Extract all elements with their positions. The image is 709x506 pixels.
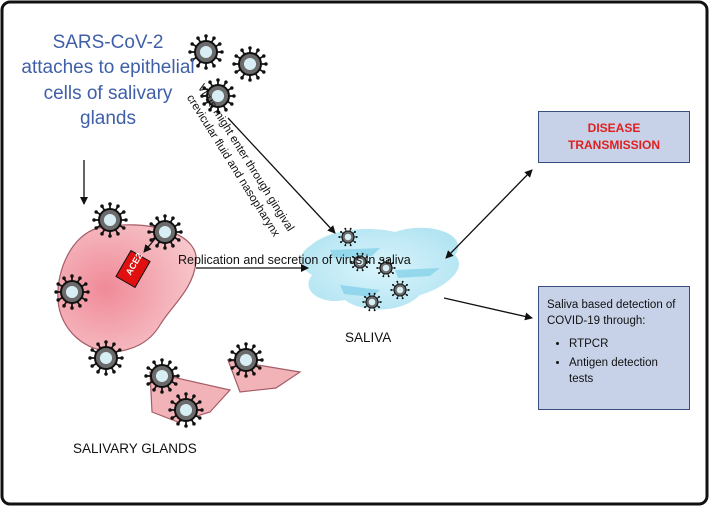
ace2-receptor [115,249,151,289]
detection-list: RTPCR Antigen detection tests [547,336,681,388]
detection-heading: Saliva based detection of COVID-19 throu… [547,299,676,328]
virus-group [54,34,410,428]
transmission-double-arrow [445,169,533,259]
replication-label: Replication and secretion of virus in sa… [178,253,411,267]
virus-icon [147,214,183,250]
virus-icon [228,342,264,378]
diagram-title: SARS-CoV-2 attaches to epithelial cells … [21,32,195,129]
virus-icon [200,78,236,114]
virus-icon [376,258,396,278]
entry-arrow [227,117,336,234]
detection-item: Antigen detection tests [569,355,681,388]
saliva-detection-box: Saliva based detection of COVID-19 throu… [538,286,690,410]
virus-icon [92,202,128,238]
virus-icon [188,34,224,70]
disease-transmission-box: DISEASE TRANSMISSION [538,111,690,163]
disease-box-line1: DISEASE [587,121,641,136]
virus-icon [338,227,358,247]
virus-icon [350,252,370,272]
virus-icon [54,274,90,310]
gland-cell-main [57,224,197,353]
virus-icon [144,358,180,394]
virus-icon [168,392,204,428]
virus-icon [88,340,124,376]
saliva-label: SALIVA [345,330,392,345]
disease-box-line2: TRANSMISSION [567,138,660,152]
detection-arrow [443,297,533,321]
virus-icon [362,292,382,312]
virus-icon [232,46,268,82]
salivary-glands-label: SALIVARY GLANDS [73,441,197,456]
virus-icon [390,280,410,300]
detection-item: RTPCR [569,336,681,352]
